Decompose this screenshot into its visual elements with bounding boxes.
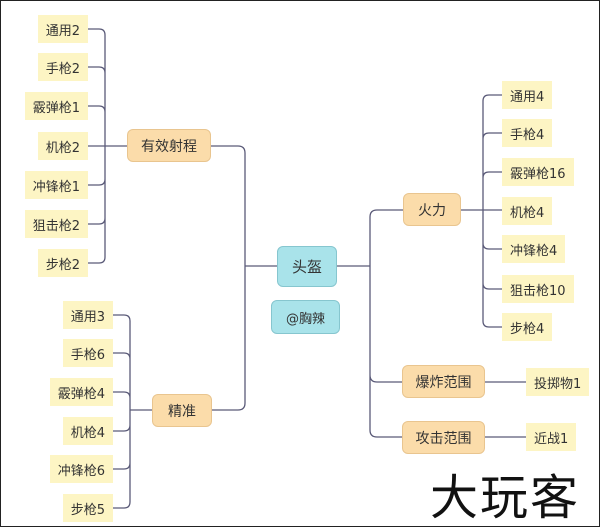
leaf-node[interactable]: 手枪2 (37, 53, 88, 81)
leaf-node[interactable]: 机枪2 (37, 132, 88, 160)
branch-effective-range[interactable]: 有效射程 (127, 129, 211, 162)
branch-firepower[interactable]: 火力 (403, 193, 461, 226)
leaf-node[interactable]: 通用3 (62, 301, 113, 329)
branch-accuracy[interactable]: 精准 (152, 394, 212, 427)
branch-attack-range[interactable]: 攻击范围 (402, 421, 485, 454)
root-node[interactable]: 头盔 (277, 246, 337, 287)
leaf-node[interactable]: 步枪4 (502, 313, 553, 341)
leaf-node[interactable]: 狙击枪2 (24, 210, 88, 238)
leaf-node[interactable]: 机枪4 (502, 197, 553, 225)
leaf-node[interactable]: 步枪5 (62, 494, 113, 522)
leaf-node[interactable]: 手枪6 (62, 339, 113, 367)
leaf-node[interactable]: 狙击枪10 (502, 275, 574, 303)
leaf-node[interactable]: 冲锋枪4 (502, 235, 566, 263)
leaf-node[interactable]: 通用2 (37, 15, 88, 43)
leaf-node[interactable]: 步枪2 (37, 249, 88, 277)
watermark-logo: 大玩客 (430, 470, 581, 526)
leaf-node[interactable]: 投掷物1 (526, 368, 590, 396)
leaf-node[interactable]: 霰弹枪16 (502, 158, 574, 186)
leaf-node[interactable]: 近战1 (526, 423, 577, 451)
leaf-node[interactable]: 机枪4 (62, 417, 113, 445)
leaf-node[interactable]: 冲锋枪1 (24, 171, 88, 199)
leaf-node[interactable]: 霰弹枪4 (49, 378, 113, 406)
leaf-node[interactable]: 通用4 (502, 81, 553, 109)
branch-blast-radius[interactable]: 爆炸范围 (402, 365, 485, 398)
leaf-node[interactable]: 霰弹枪1 (24, 92, 88, 120)
author-tag: @胸辣 (271, 300, 340, 334)
leaf-node[interactable]: 冲锋枪6 (49, 455, 113, 483)
leaf-node[interactable]: 手枪4 (502, 119, 553, 147)
